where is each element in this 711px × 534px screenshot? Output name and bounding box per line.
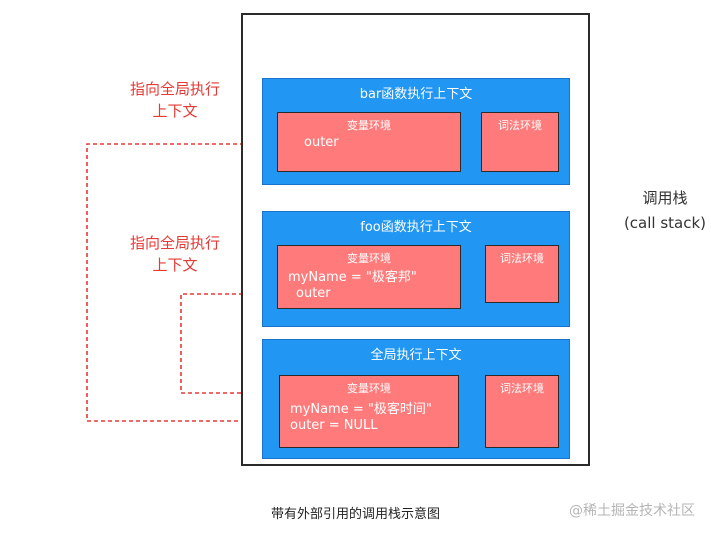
annotation-bar-outer: 指向全局执行 上下文 — [120, 78, 230, 122]
var-outer: outer = NULL — [290, 418, 378, 433]
foo-outer-arrow — [180, 293, 292, 400]
frame-title: bar函数执行上下文 — [359, 87, 473, 102]
annotation-line1: 指向全局执行 — [129, 80, 220, 98]
call-stack-label-cn: 调用栈 — [642, 189, 688, 207]
var-outer: outer — [304, 135, 339, 150]
call-stack-label: 调用栈 (call stack) — [620, 187, 710, 232]
env-title: 变量环境 — [347, 382, 391, 395]
bar-variable-environment: 变量环境 outer — [277, 112, 461, 172]
bar-execution-context: bar函数执行上下文 变量环境 outer 词法环境 — [262, 78, 570, 185]
annotation-line2: 上下文 — [152, 256, 198, 274]
global-lexical-environment: 词法环境 — [485, 375, 559, 448]
env-title: 词法环境 — [498, 119, 542, 132]
foo-execution-context: foo函数执行上下文 变量环境 myName = "极客邦" outer 词法环… — [262, 211, 570, 327]
var-myname: myName = "极客时间" — [290, 402, 432, 417]
annotation-line1: 指向全局执行 — [129, 234, 220, 252]
foo-variable-environment: 变量环境 myName = "极客邦" outer — [277, 245, 461, 309]
var-myname: myName = "极客邦" — [288, 270, 417, 285]
frame-title: foo函数执行上下文 — [360, 220, 472, 235]
figure-caption: 带有外部引用的调用栈示意图 — [270, 507, 440, 522]
annotation-line2: 上下文 — [152, 102, 198, 120]
frame-title: 全局执行上下文 — [370, 348, 462, 363]
foo-lexical-environment: 词法环境 — [485, 245, 559, 303]
env-title: 词法环境 — [500, 382, 544, 395]
env-title: 词法环境 — [500, 252, 544, 265]
watermark: @稀土掘金技术社区 — [569, 503, 695, 519]
annotation-foo-outer: 指向全局执行 上下文 — [120, 232, 230, 276]
bar-outer-arrow — [86, 143, 300, 428]
call-stack-label-en: (call stack) — [623, 214, 707, 232]
call-stack: bar函数执行上下文 变量环境 outer 词法环境 foo函数执行上下文 变量… — [241, 13, 590, 466]
global-variable-environment: 变量环境 myName = "极客时间" outer = NULL — [279, 375, 459, 448]
var-outer: outer — [296, 286, 331, 301]
env-title: 变量环境 — [347, 119, 391, 132]
global-execution-context: 全局执行上下文 变量环境 myName = "极客时间" outer = NUL… — [262, 339, 570, 459]
env-title: 变量环境 — [347, 252, 391, 265]
bar-lexical-environment: 词法环境 — [481, 112, 559, 172]
